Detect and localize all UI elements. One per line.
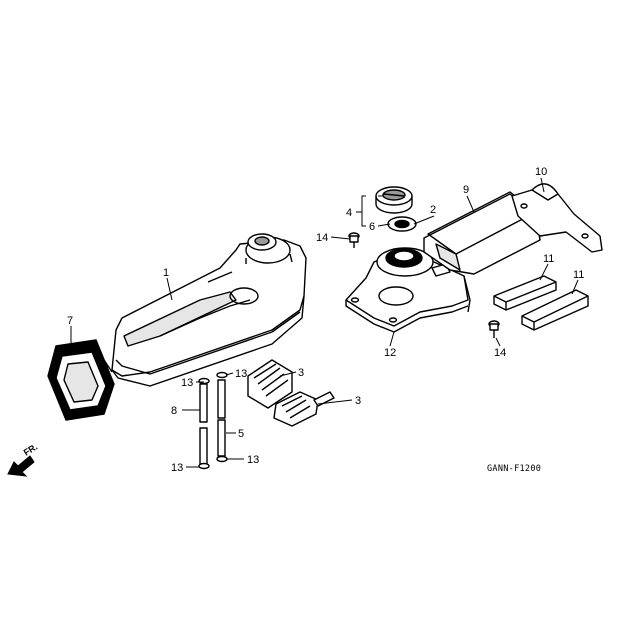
callout-2: 2 <box>430 204 436 216</box>
callout-13-d: 13 <box>247 454 259 466</box>
callout-12: 12 <box>384 347 396 359</box>
callout-14-upper: 14 <box>316 232 328 244</box>
tube-lower-left <box>199 427 208 465</box>
filler-cap <box>375 186 413 214</box>
callout-3-lower: 3 <box>355 395 361 407</box>
callout-10: 10 <box>535 166 547 178</box>
callout-8: 8 <box>171 405 177 417</box>
callout-9: 9 <box>463 184 469 196</box>
callout-11-upper: 11 <box>543 253 554 265</box>
screw-upper <box>348 232 360 248</box>
callout-4: 4 <box>346 207 352 219</box>
callout-13-a: 13 <box>181 377 193 389</box>
callout-13-c: 13 <box>171 462 183 474</box>
callout-6: 6 <box>369 221 375 233</box>
hose-clamps <box>198 371 228 470</box>
diagram-code: GANN-F1200 <box>487 464 541 474</box>
clip-upper <box>247 359 293 409</box>
front-direction-label: FR. <box>22 442 40 458</box>
leader-lines <box>70 177 579 468</box>
callout-7: 7 <box>67 315 73 327</box>
callout-3-upper: 3 <box>298 367 304 379</box>
callout-11-lower: 11 <box>573 269 584 281</box>
foam-pad-upper <box>493 275 557 311</box>
tank-holder-plate <box>345 247 471 333</box>
callout-14-lower: 14 <box>494 347 506 359</box>
callout-5: 5 <box>238 428 244 440</box>
foam-pad-lower <box>521 289 589 331</box>
mounting-bracket <box>511 183 603 253</box>
callout-1: 1 <box>163 267 169 279</box>
filter-element <box>47 339 115 421</box>
tube-lower-right <box>217 419 226 457</box>
callout-13-b: 13 <box>235 368 247 380</box>
fuel-tank <box>111 233 307 387</box>
front-direction-arrow <box>7 455 35 477</box>
cap-gasket <box>387 216 417 232</box>
callout-labels: 1 7 3 3 13 13 8 5 13 13 4 6 2 9 10 11 11… <box>67 166 584 474</box>
tube-upper-left <box>199 383 208 423</box>
clip-lower <box>273 391 335 427</box>
tube-upper-right <box>217 379 226 419</box>
screw-lower <box>488 320 500 338</box>
